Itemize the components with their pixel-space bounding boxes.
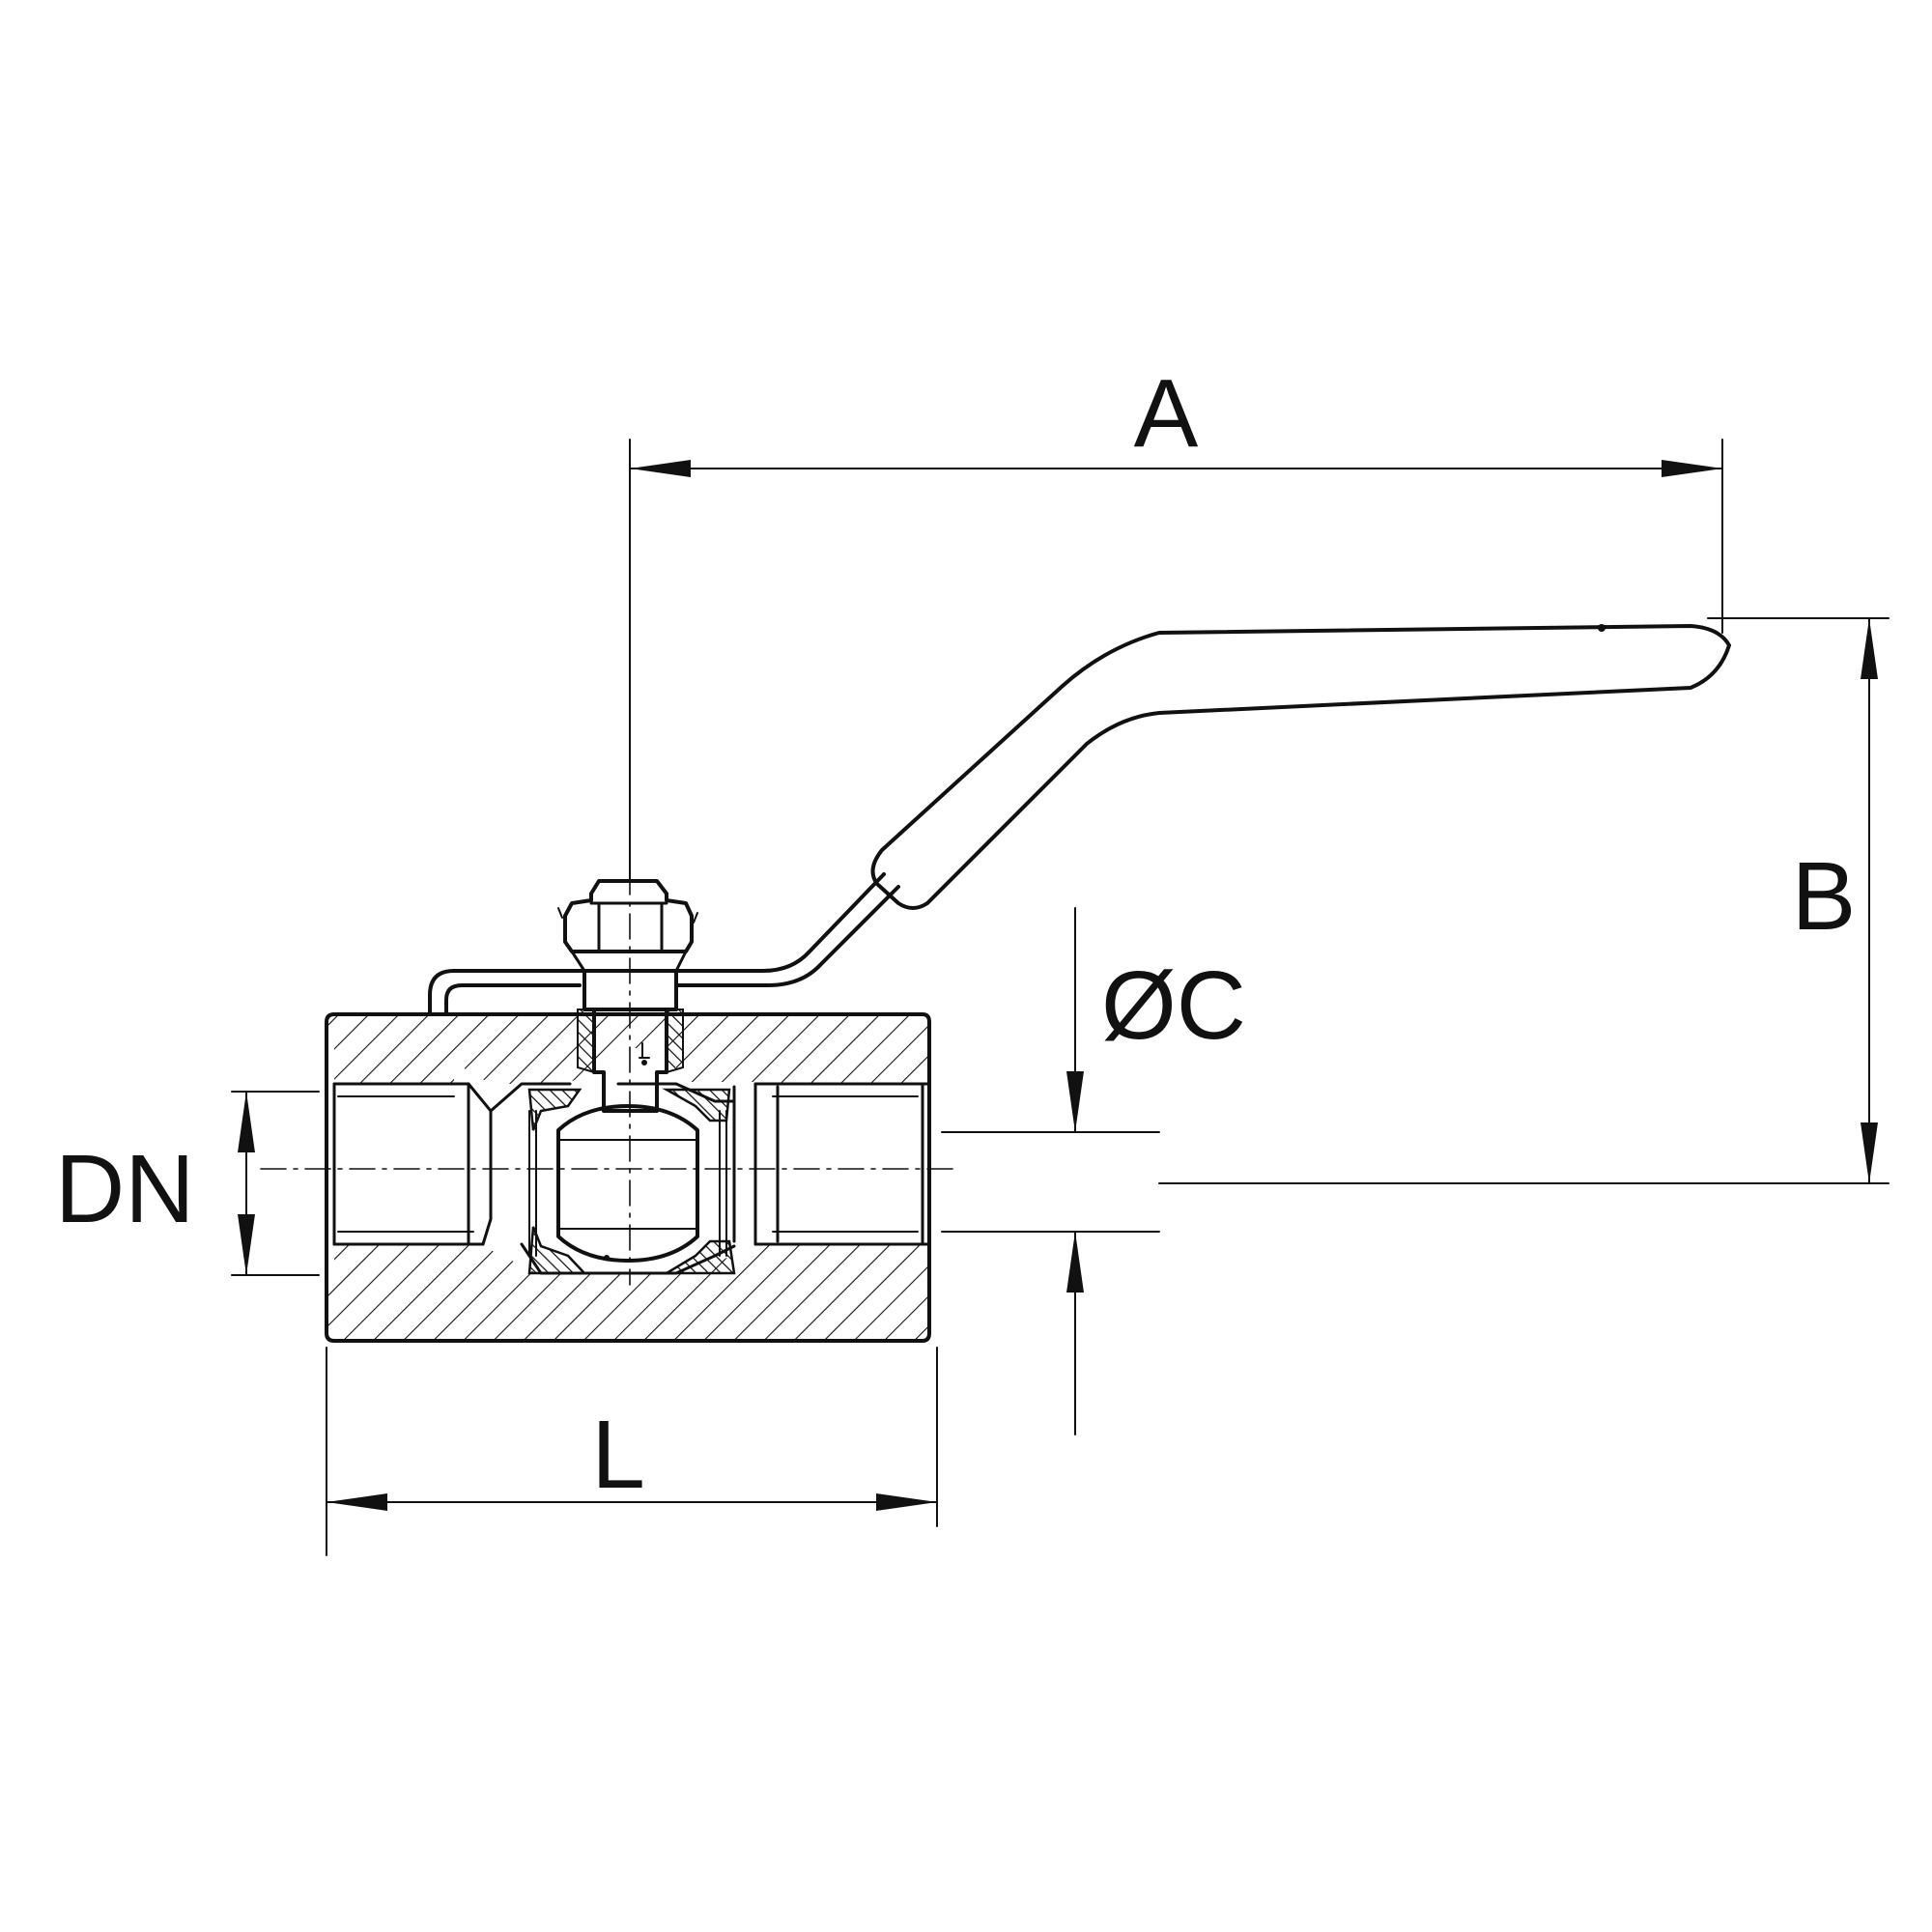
nut-outline <box>563 879 694 953</box>
dim-l-arrow-right <box>876 1493 937 1511</box>
dim-l-arrow-left <box>327 1493 387 1511</box>
dimension-b: B <box>1158 617 1889 1184</box>
dim-l-label: L <box>591 1401 645 1509</box>
dimension-a: A <box>629 359 1723 880</box>
dn-label: DN <box>55 1135 194 1243</box>
ball-bore-lines <box>557 1139 698 1230</box>
stem-nut <box>557 879 698 973</box>
dn-arrow-top <box>238 1092 255 1152</box>
body-lower-wall <box>327 1244 929 1341</box>
thread-lines <box>337 1095 919 1233</box>
dim-a-label: A <box>1134 359 1199 468</box>
dim-b-arrow-top <box>1861 618 1878 679</box>
nut-chamfer <box>557 907 698 923</box>
ball-detail-dot <box>604 1255 610 1261</box>
dimension-dn: DN <box>55 1091 320 1276</box>
lever-handle <box>428 624 1731 1016</box>
stem-packing-left <box>577 1009 595 1074</box>
handle-tip-mark <box>1598 624 1605 632</box>
handle-lower-arm-inner <box>674 885 900 987</box>
ball-outline <box>556 1104 699 1263</box>
seat-top-left <box>527 1088 582 1131</box>
stem-detail-dot <box>641 1060 647 1065</box>
seat-bottom-right <box>662 1239 736 1275</box>
handle-lower-arm <box>674 872 886 973</box>
dimension-l: L <box>326 1347 938 1556</box>
seat-bottom-left <box>527 1226 587 1275</box>
handle-sleeve <box>870 624 1731 910</box>
stem-detail <box>639 1042 650 1059</box>
gland <box>582 969 678 1011</box>
handle-foot-inner <box>444 983 582 1016</box>
stem-packing-right <box>666 1009 684 1074</box>
dim-a-arrow-left <box>630 460 691 477</box>
seat-top-right <box>662 1088 731 1122</box>
dim-c-label: ØC <box>1101 952 1246 1060</box>
body-upper-wall <box>327 1014 929 1084</box>
dn-arrow-bottom <box>238 1214 255 1275</box>
port-step-right <box>732 1082 780 1246</box>
dim-c-arrow-bottom <box>1066 1232 1084 1293</box>
dim-a-arrow-right <box>1662 460 1722 477</box>
seats <box>527 1088 736 1275</box>
dim-c-arrow-top <box>1066 1071 1084 1132</box>
dim-b-label: B <box>1792 842 1857 951</box>
port-step-left <box>452 1082 493 1246</box>
seat-vertical-lines <box>528 1110 727 1257</box>
center-lines <box>260 868 957 1286</box>
ball <box>556 1104 699 1263</box>
dim-b-arrow-bottom <box>1861 1122 1878 1183</box>
handle-foot <box>428 969 586 1016</box>
valve-body <box>325 1012 931 1343</box>
nut-faces <box>570 901 688 973</box>
body-outline <box>325 1012 931 1343</box>
dimension-c: ØC <box>941 907 1246 1435</box>
